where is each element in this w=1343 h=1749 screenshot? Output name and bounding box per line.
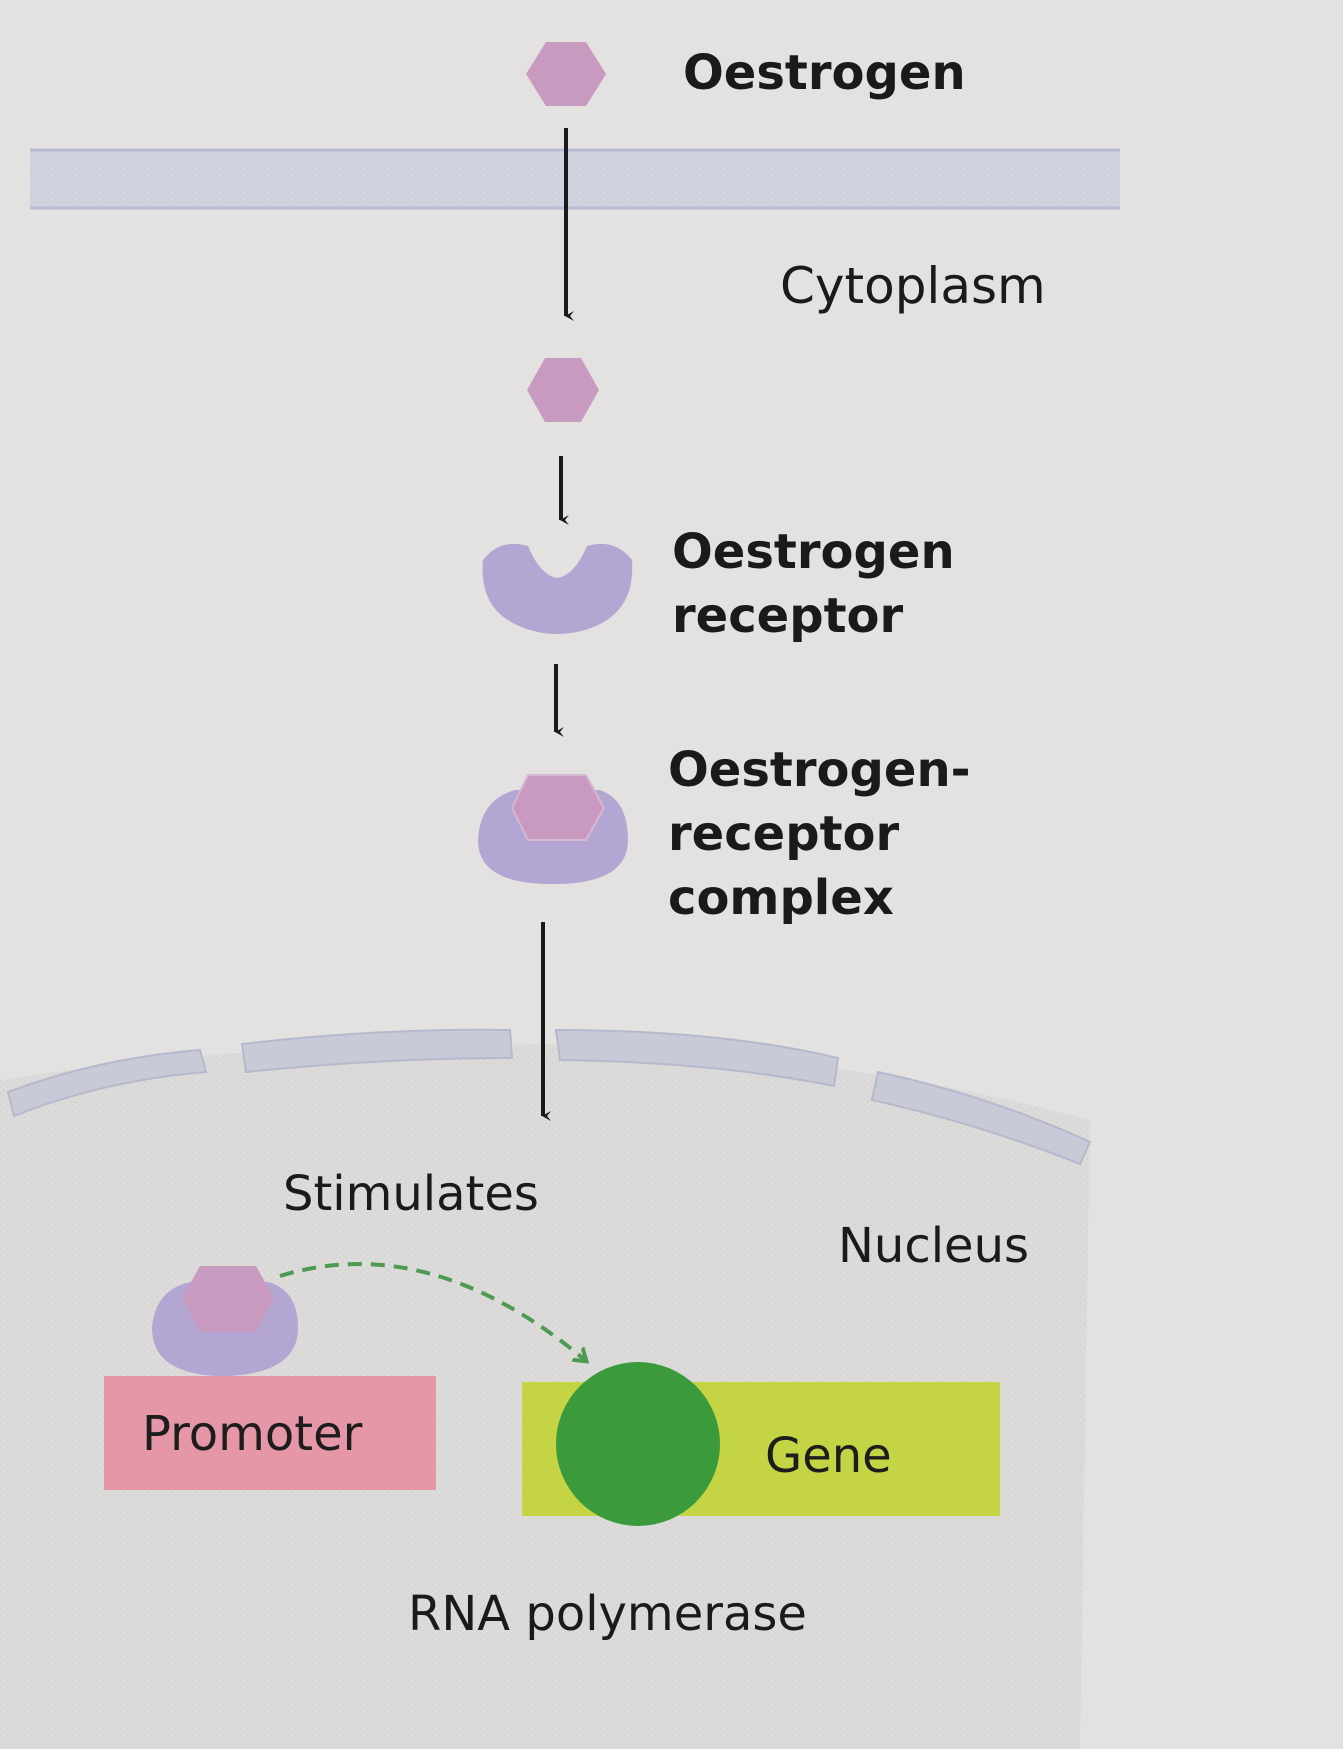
oestrogen-label: Oestrogen [683,45,966,101]
rna-polymerase-label: RNA polymerase [408,1586,807,1642]
complex-label-line1: Oestrogen- [668,742,971,798]
cell-membrane [30,148,1120,210]
bound-complex-shape [152,1266,298,1376]
receptor-label-line2: receptor [672,588,904,644]
cytoplasm-label: Cytoplasm [780,257,1046,315]
promoter-box [104,1376,436,1490]
rna-polymerase-circle [556,1362,720,1526]
stimulates-label: Stimulates [283,1166,539,1222]
gene-label: Gene [765,1428,892,1484]
promoter-label: Promoter [142,1406,363,1462]
oestrogen-receptor-shape [482,543,633,634]
complex-label-line3: complex [668,870,894,926]
complex-label-line2: receptor [668,806,900,862]
oestrogen-receptor-complex-shape [478,774,628,884]
oestrogen-hexagon-cytoplasm [527,358,599,422]
nuclear-envelope [6,1028,1092,1166]
stimulates-dashed-arrow [279,1261,585,1360]
oestrogen-hexagon [526,42,606,106]
receptor-label-line1: Oestrogen [672,524,955,580]
nucleus-label: Nucleus [838,1218,1029,1274]
